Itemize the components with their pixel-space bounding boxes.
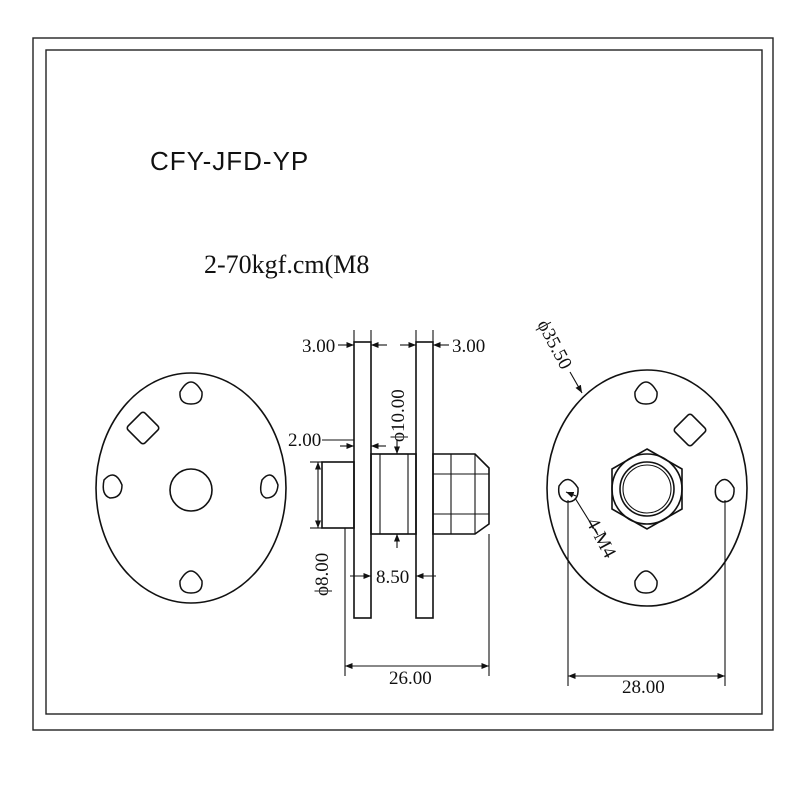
- hex-nut: [611, 448, 683, 530]
- diamond-slot: [126, 411, 160, 445]
- diamond-slot-right: [673, 413, 707, 447]
- inner-frame: [45, 49, 763, 715]
- dim-step: 2.00: [288, 430, 321, 451]
- center-bore: [169, 468, 213, 512]
- mount-holes-right: [557, 381, 735, 594]
- dim-overall-length: 26.00: [389, 668, 432, 689]
- model-title: CFY-JFD-YP: [150, 146, 309, 176]
- dim-hub-width: 8.50: [376, 567, 409, 588]
- mount-holes: [102, 381, 279, 594]
- dim-bore-dia: ϕ10.00: [388, 389, 409, 442]
- torque-spec: 2-70kgf.cm(M8: [204, 250, 369, 279]
- right-flange-view: 28.00 4-M4 ϕ35.50: [533, 316, 748, 698]
- dim-plate-left: 3.00: [302, 336, 335, 357]
- dim-plate-right: 3.00: [452, 336, 485, 357]
- dim-shaft-dia: ϕ8.00: [312, 553, 333, 596]
- left-flange-view: [95, 372, 287, 604]
- dim-hole-spacing: 28.00: [622, 677, 665, 698]
- dim-holes: 4-M4: [582, 514, 621, 562]
- outer-frame: [32, 37, 774, 731]
- side-view: 3.00 3.00 ϕ10.00 2.00 ϕ8.00 8.50 26.00: [288, 330, 490, 689]
- dim-flange-dia: ϕ35.50: [533, 316, 576, 372]
